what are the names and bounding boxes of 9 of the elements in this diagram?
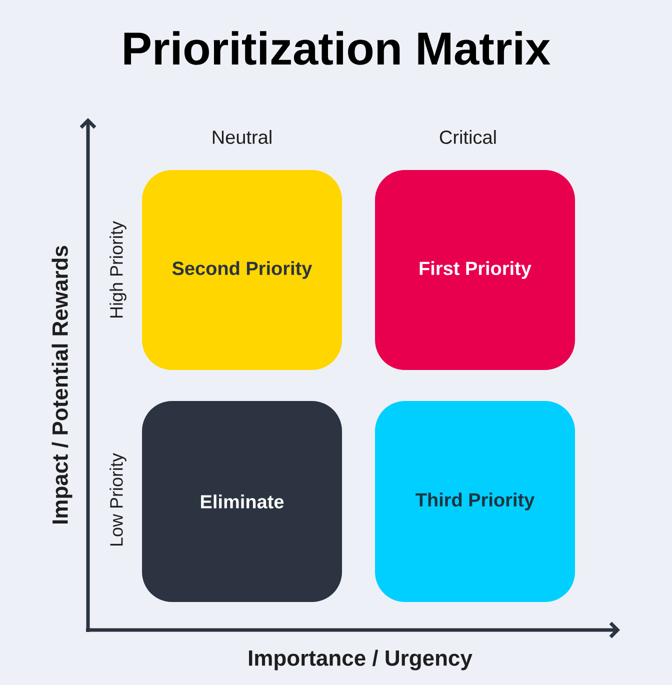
quadrant-box: First Priority (375, 170, 575, 370)
title: Prioritization Matrix (124, 31, 550, 65)
quadrant-box: Second Priority (142, 170, 342, 370)
column-label: Critical (440, 130, 496, 144)
column-label: Neutral (212, 130, 272, 144)
axis-title: Impact / Potential Rewards (52, 246, 72, 524)
quadrant-box: Third Priority (375, 401, 575, 602)
axis-title: Importance / Urgency (249, 650, 472, 670)
quadrant-box: Eliminate (142, 401, 342, 602)
